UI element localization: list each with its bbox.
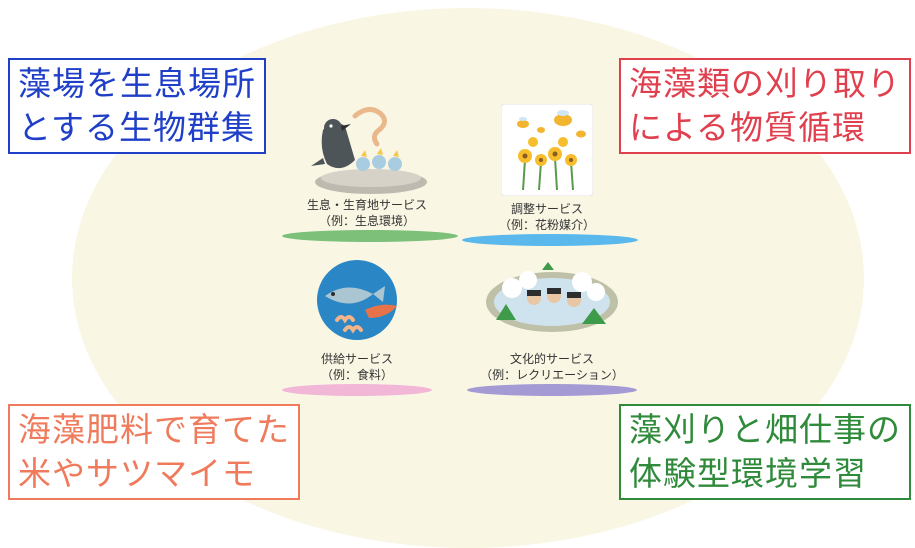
bees-flowers-icon [501, 104, 593, 196]
label-line: 体験型環境学習 [629, 454, 867, 493]
label-line: 米やサツマイモ [18, 454, 256, 493]
service-name: 調整サービス [510, 202, 583, 216]
service-example: （例：レクリエーション） [480, 368, 624, 382]
onsen-icon [486, 262, 618, 332]
cultural-bar [467, 384, 637, 396]
label-habitat-community: 藻場を生息場所 とする生物群集 [8, 58, 266, 154]
service-habitat: 生息・生育地サービス （例：生息環境） [282, 100, 458, 242]
service-provisioning: 供給サービス （例：食料） [272, 256, 442, 396]
service-example: （例：生息環境） [318, 214, 415, 228]
service-example: （例：食料） [320, 368, 393, 382]
label-seaweed-fertilizer: 海藻肥料で育てた 米やサツマイモ [8, 404, 300, 500]
service-name: 文化的サービス [509, 352, 594, 366]
regulating-bar [462, 234, 638, 246]
label-line: による物質循環 [629, 108, 867, 147]
bird-nest-icon [311, 107, 427, 194]
label-experience-learning: 藻刈りと畑仕事の 体験型環境学習 [619, 404, 911, 500]
fish-shrimp-icon [317, 260, 397, 340]
label-line: 海藻肥料で育てた [18, 410, 290, 449]
label-line: とする生物群集 [18, 108, 256, 147]
label-line: 海藻類の刈り取り [629, 64, 901, 103]
habitat-bar [282, 230, 458, 242]
service-cultural: 文化的サービス （例：レクリエーション） [452, 258, 652, 396]
label-line: 藻場を生息場所 [18, 64, 256, 103]
service-name: 生息・生育地サービス [306, 198, 427, 212]
provisioning-bar [282, 384, 432, 396]
label-line: 藻刈りと畑仕事の [629, 410, 901, 449]
label-seaweed-cycle: 海藻類の刈り取り による物質循環 [619, 58, 911, 154]
service-name: 供給サービス [320, 352, 393, 366]
service-example: （例：花粉媒介） [498, 218, 595, 232]
service-regulating: 調整サービス （例：花粉媒介） [462, 104, 638, 246]
